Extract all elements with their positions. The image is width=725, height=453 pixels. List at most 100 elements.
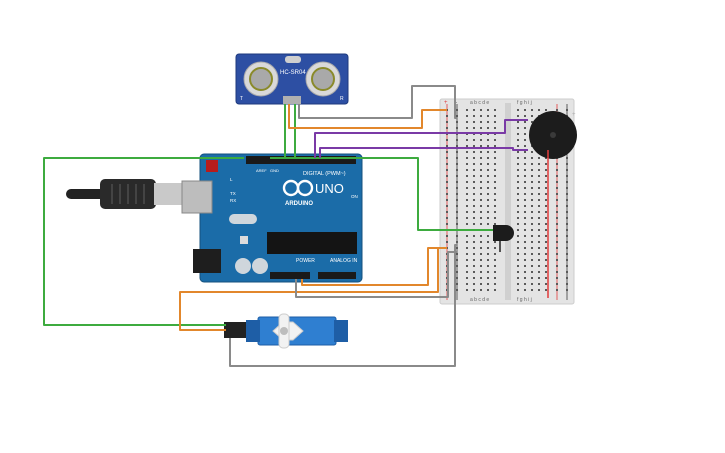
breadboard-hole [473,235,475,237]
aref-label: AREF [256,168,267,173]
wire-green-servo-loop [43,157,244,326]
breadboard-hole [480,289,482,291]
servo-motor [224,313,348,349]
breadboard-hole [456,259,458,261]
breadboard-hole [531,259,533,261]
breadboard-hole [473,115,475,117]
breadboard-hole [473,283,475,285]
breadboard-hole [566,241,568,243]
breadboard-hole [531,169,533,171]
breadboard-hole [556,223,558,225]
breadboard-hole [480,109,482,111]
breadboard-hole [494,151,496,153]
breadboard-hole [480,205,482,207]
breadboard-hole [524,139,526,141]
breadboard-hole [531,289,533,291]
breadboard-hole [524,259,526,261]
analog-header [318,272,356,279]
breadboard-hole [538,187,540,189]
breadboard-hole [517,115,519,117]
breadboard-hole [524,277,526,279]
breadboard-hole [456,157,458,159]
breadboard-hole [456,241,458,243]
breadboard-hole [494,199,496,201]
breadboard-hole [538,181,540,183]
breadboard-hole [538,289,540,291]
breadboard-hole [487,199,489,201]
breadboard-hole [446,223,448,225]
breadboard-hole [446,181,448,183]
breadboard-hole [556,253,558,255]
breadboard-hole [531,265,533,267]
breadboard-hole [531,271,533,273]
breadboard-hole [566,247,568,249]
wires [43,85,549,367]
sensor-t-label: T [240,96,243,102]
breadboard-hole [466,199,468,201]
breadboard-hole [545,229,547,231]
breadboard-hole [480,283,482,285]
breadboard-hole [487,271,489,273]
breadboard-hole [487,151,489,153]
breadboard-hole [480,187,482,189]
breadboard-hole [487,163,489,165]
breadboard-hole [517,175,519,177]
breadboard-hole [494,139,496,141]
breadboard-hole [446,127,448,129]
breadboard-hole [531,205,533,207]
breadboard-hole [545,265,547,267]
ultrasonic-sensor: HC-SR04 T R [235,53,349,105]
breadboard-hole [545,181,547,183]
on-label: ON [351,194,358,199]
breadboard-hole [456,199,458,201]
breadboard-hole [456,277,458,279]
breadboard-hole [456,253,458,255]
breadboard-hole [494,145,496,147]
breadboard-hole [531,247,533,249]
breadboard-hole [538,235,540,237]
breadboard-hole [456,193,458,195]
breadboard-hole [494,205,496,207]
breadboard-hole [446,211,448,213]
breadboard-hole [473,169,475,171]
breadboard-hole [473,175,475,177]
breadboard-hole [545,193,547,195]
breadboard-hole [446,157,448,159]
breadboard-hole [538,259,540,261]
breadboard-hole [566,187,568,189]
breadboard-hole [517,121,519,123]
breadboard-hole [566,253,568,255]
breadboard-hole [466,211,468,213]
breadboard-hole [494,175,496,177]
breadboard-hole [524,289,526,291]
breadboard-hole [480,253,482,255]
breadboard-hole [466,265,468,267]
breadboard-hole [466,127,468,129]
breadboard-hole [517,151,519,153]
breadboard-hole [473,193,475,195]
breadboard-hole [473,163,475,165]
breadboard-hole [456,217,458,219]
breadboard-hole [556,175,558,177]
breadboard-hole [517,265,519,267]
breadboard-hole [494,247,496,249]
breadboard-hole [480,211,482,213]
breadboard-hole [480,181,482,183]
wire-green-to-transistor [270,157,493,231]
usb-cable [66,179,182,209]
breadboard-hole [517,109,519,111]
breadboard-hole [517,271,519,273]
breadboard-hole [545,247,547,249]
breadboard-hole [494,127,496,129]
arduino-brand-label: ARDUINO [285,201,313,207]
breadboard-hole [538,253,540,255]
breadboard-hole [524,247,526,249]
breadboard-hole [487,253,489,255]
breadboard-hole [517,259,519,261]
breadboard-hole [480,163,482,165]
breadboard-hole [531,187,533,189]
breadboard-hole [494,241,496,243]
breadboard-hole [494,253,496,255]
breadboard-hole [556,181,558,183]
